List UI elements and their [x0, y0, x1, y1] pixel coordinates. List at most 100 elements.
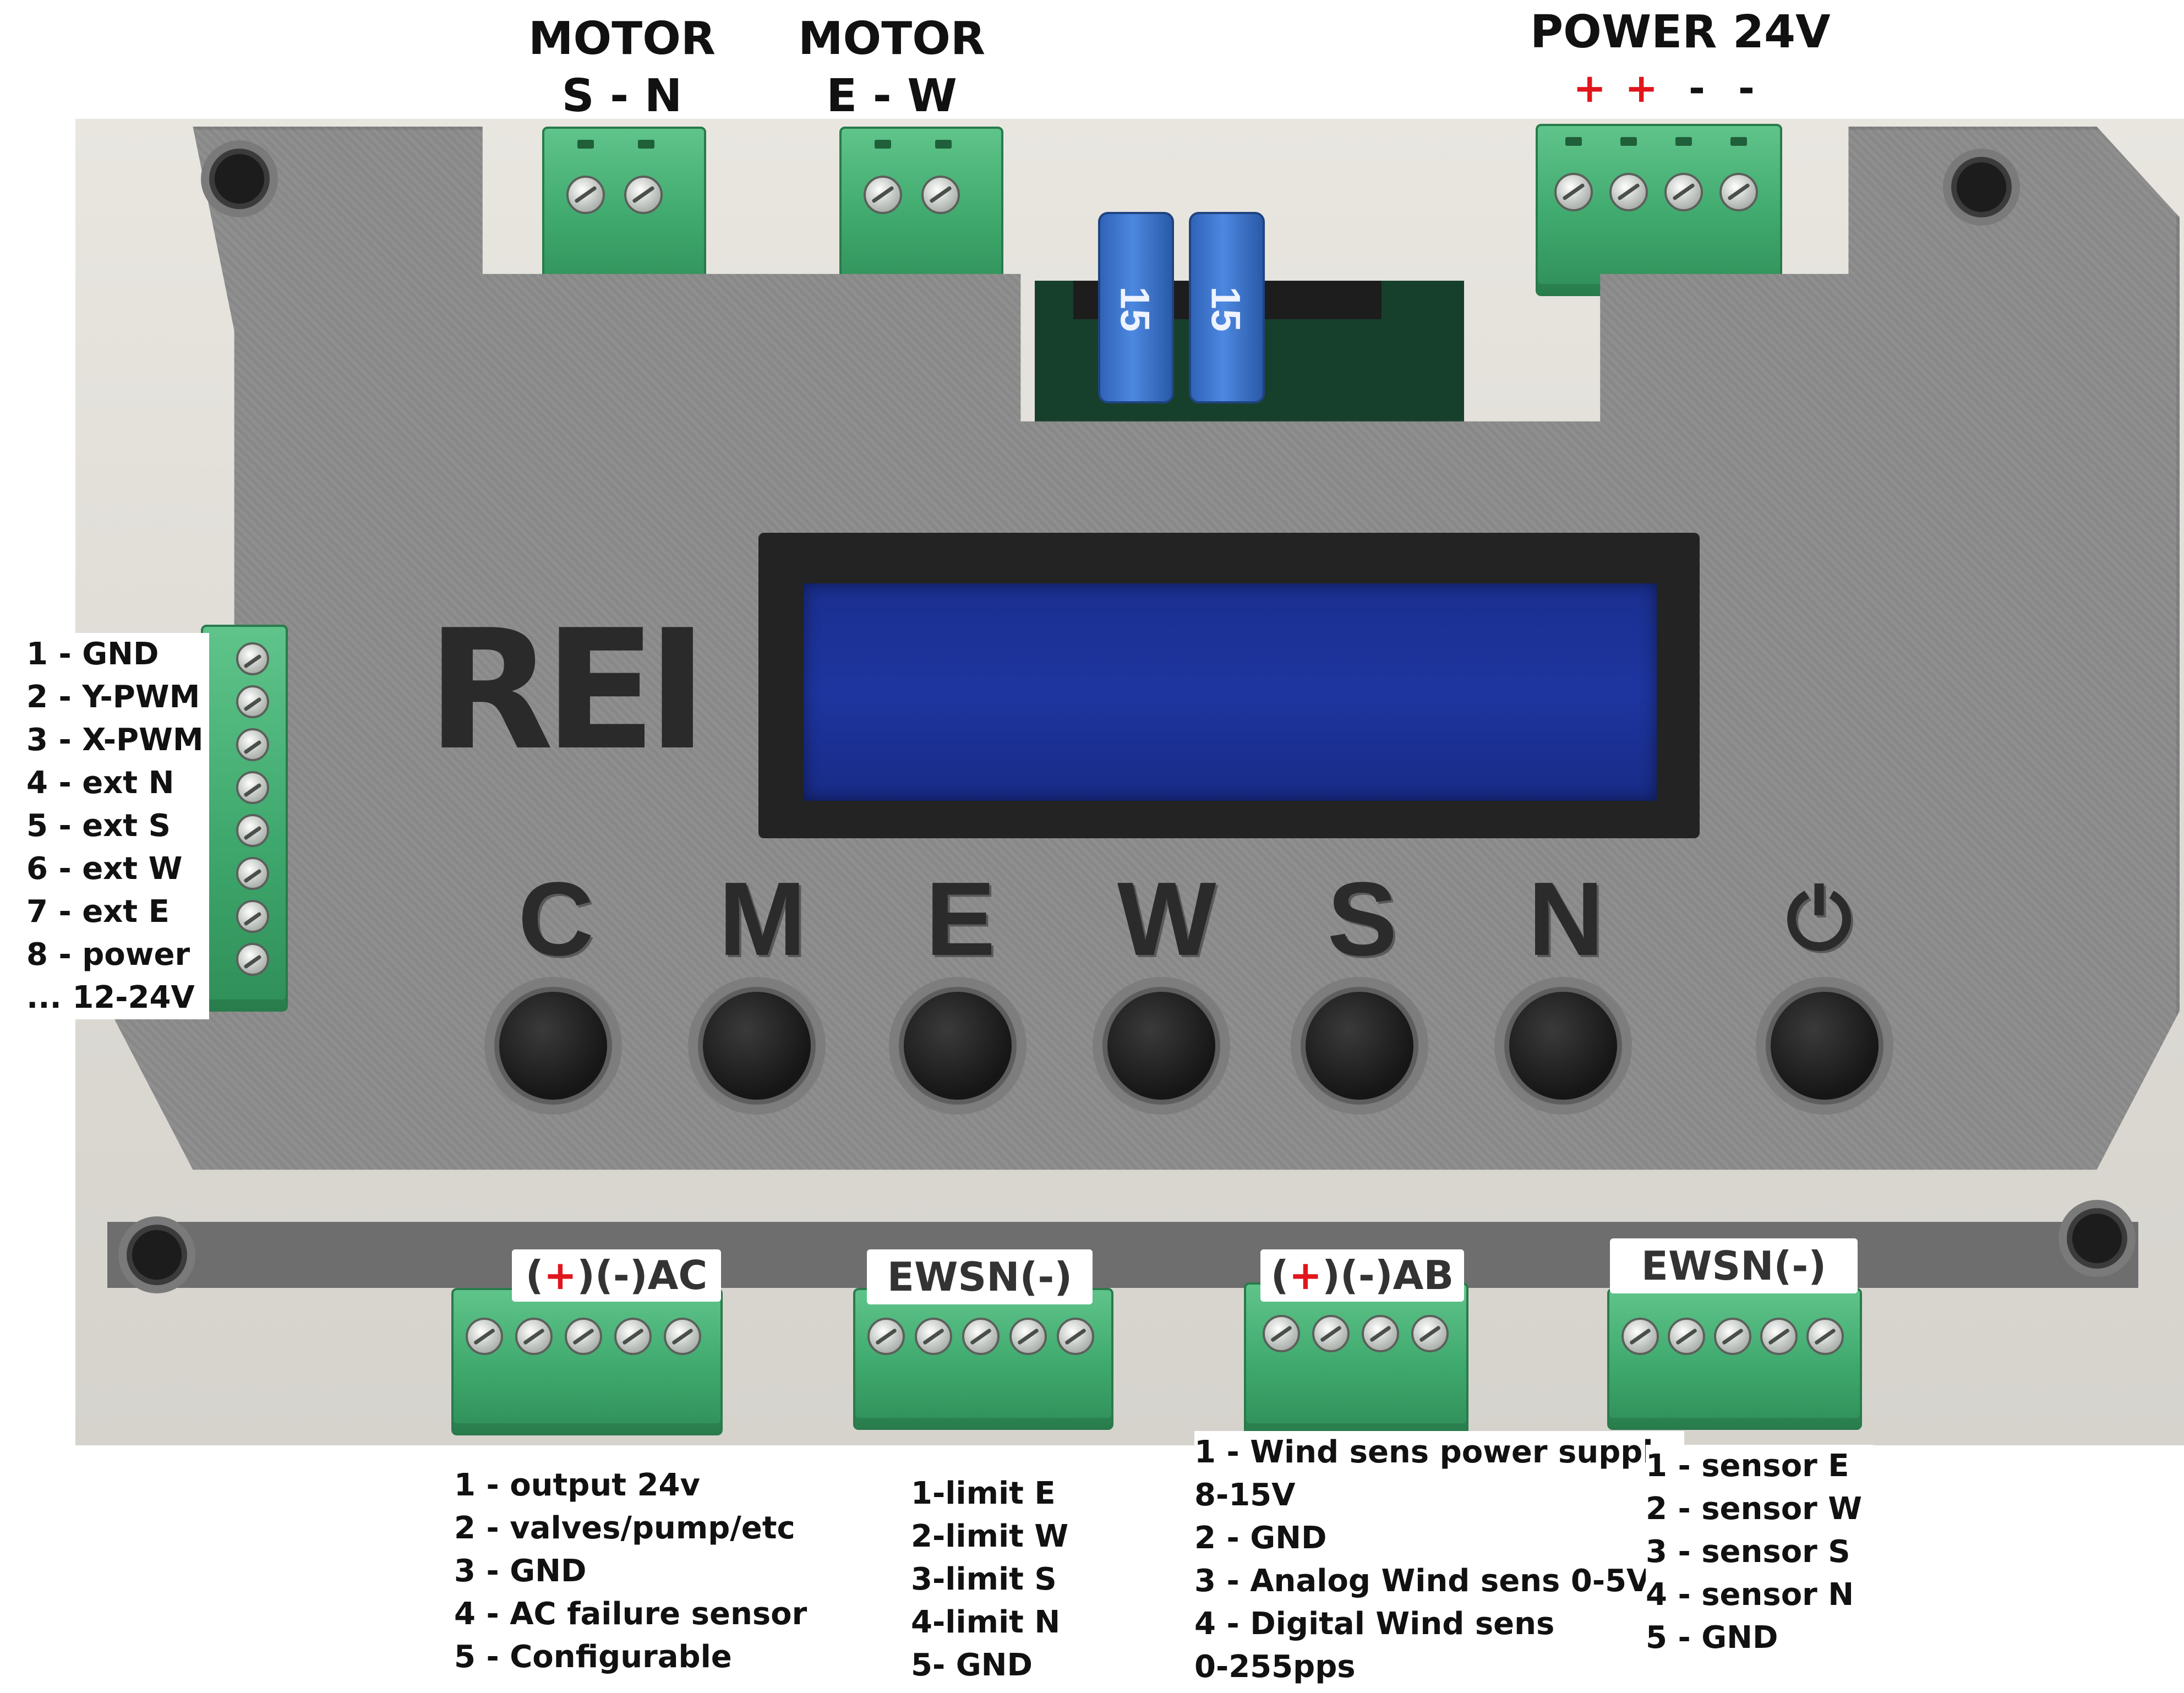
- screw-icon[interactable]: [236, 728, 269, 761]
- pin-hole: [935, 140, 952, 149]
- screw-icon[interactable]: [466, 1318, 503, 1355]
- pin-hole: [1730, 137, 1747, 146]
- lcd-screen: [804, 583, 1657, 801]
- button-ring: [889, 977, 1027, 1115]
- screw-icon[interactable]: [867, 1318, 905, 1355]
- button-e[interactable]: [904, 992, 1012, 1100]
- pin-label: 5 - ext S: [26, 808, 171, 844]
- tag-ac: (+)(-)AC: [512, 1249, 721, 1302]
- tag-text: )(-)AB: [1322, 1252, 1454, 1298]
- fuse-rating: 15: [1112, 286, 1158, 332]
- pin-label: 3 - X-PWM: [26, 722, 204, 758]
- list-item: 3-limit S: [911, 1561, 1057, 1597]
- plus-sign: +: [543, 1252, 577, 1298]
- list-item: 3 - sensor S: [1646, 1534, 1850, 1570]
- screw-icon[interactable]: [566, 176, 605, 214]
- button-label-w: W: [1117, 861, 1216, 977]
- button-label-s: S: [1327, 861, 1397, 977]
- tag-sensors: EWSN(-): [1610, 1238, 1858, 1293]
- power-symbol-icon: ⏻: [1786, 873, 1852, 965]
- fuse-2: 15: [1189, 212, 1265, 403]
- tag-text: EWSN(-): [1641, 1243, 1827, 1289]
- list-item: 4 - AC failure sensor: [454, 1596, 807, 1632]
- screw-icon[interactable]: [236, 857, 269, 890]
- list-item: 2 - sensor W: [1646, 1491, 1863, 1527]
- list-item: 1 - sensor E: [1646, 1448, 1849, 1484]
- label-motor-ew: MOTOR E - W: [787, 17, 996, 119]
- terminal-sensors: [1607, 1288, 1862, 1430]
- list-item: 2 - valves/pump/etc: [454, 1510, 795, 1546]
- pin-label: 2 - Y-PWM: [26, 679, 200, 715]
- button-ring: [484, 977, 622, 1115]
- button-ring: [1093, 977, 1230, 1115]
- screw-icon[interactable]: [236, 814, 269, 847]
- button-label-m: M: [718, 861, 806, 977]
- button-c[interactable]: [499, 992, 607, 1100]
- polarity-plus-1: +: [1573, 65, 1607, 111]
- screw-icon[interactable]: [614, 1318, 652, 1355]
- terminal-motor-ew: [839, 127, 1003, 296]
- terminal-motor-sn: [542, 127, 706, 296]
- screw-icon[interactable]: [236, 943, 269, 976]
- screw-icon[interactable]: [1411, 1315, 1449, 1352]
- button-ring: [1756, 977, 1893, 1115]
- list-item: 5- GND: [911, 1647, 1033, 1683]
- screw-icon[interactable]: [1312, 1315, 1350, 1352]
- screw-icon[interactable]: [565, 1318, 602, 1355]
- button-s[interactable]: [1306, 992, 1413, 1100]
- polarity-minus-1: -: [1689, 65, 1705, 111]
- screw-icon[interactable]: [1760, 1318, 1798, 1355]
- screw-icon[interactable]: [236, 771, 269, 804]
- terminal-limits: [853, 1288, 1113, 1430]
- screw-icon[interactable]: [864, 176, 902, 214]
- screw-icon[interactable]: [236, 642, 269, 675]
- screw-icon[interactable]: [962, 1318, 1000, 1355]
- list-sensors: 1 - sensor E 2 - sensor W 3 - sensor S 4…: [1646, 1445, 1874, 1659]
- polarity-minus-2: -: [1738, 65, 1755, 111]
- mount-hole-icon: [118, 1216, 195, 1293]
- pin-hole: [1675, 137, 1692, 146]
- list-item: 1 - Wind sens power supply: [1194, 1434, 1674, 1470]
- button-ring: [1494, 977, 1632, 1115]
- label-line: MOTOR: [528, 13, 716, 65]
- screw-icon[interactable]: [1362, 1315, 1399, 1352]
- screw-icon[interactable]: [664, 1318, 701, 1355]
- screw-icon[interactable]: [1554, 173, 1593, 211]
- label-line: S - N: [561, 70, 682, 122]
- button-n[interactable]: [1509, 992, 1617, 1100]
- screw-icon[interactable]: [1621, 1318, 1659, 1355]
- screw-icon[interactable]: [1263, 1315, 1300, 1352]
- screw-icon[interactable]: [1609, 173, 1648, 211]
- screw-icon[interactable]: [1664, 173, 1703, 211]
- screw-icon[interactable]: [1719, 173, 1758, 211]
- screw-icon[interactable]: [236, 685, 269, 718]
- brand-logo: REI: [427, 594, 708, 787]
- label-line: MOTOR: [798, 13, 986, 65]
- screw-icon[interactable]: [1668, 1318, 1705, 1355]
- list-ac: 1 - output 24v 2 - valves/pump/etc 3 - G…: [454, 1464, 807, 1679]
- screw-icon[interactable]: [515, 1318, 553, 1355]
- screw-icon[interactable]: [1714, 1318, 1751, 1355]
- pin-label: 7 - ext E: [26, 894, 170, 930]
- screw-icon[interactable]: [915, 1318, 952, 1355]
- terminal-ac: [451, 1288, 723, 1435]
- mount-hole-icon: [2059, 1200, 2136, 1277]
- list-item: 3 - Analog Wind sens 0-5V: [1194, 1563, 1651, 1599]
- screw-icon[interactable]: [921, 176, 960, 214]
- button-w[interactable]: [1107, 992, 1215, 1100]
- button-ring: [688, 977, 826, 1115]
- screw-icon[interactable]: [1057, 1318, 1094, 1355]
- terminal-left-connector: [201, 625, 288, 1012]
- screw-icon[interactable]: [1009, 1318, 1047, 1355]
- tag-text: )(-)AC: [577, 1252, 708, 1298]
- pin-label: 4 - ext N: [26, 765, 174, 801]
- mount-hole-icon: [1943, 149, 2020, 226]
- button-m[interactable]: [703, 992, 811, 1100]
- button-power[interactable]: [1771, 992, 1879, 1100]
- screw-icon[interactable]: [624, 176, 663, 214]
- screw-icon[interactable]: [1806, 1318, 1844, 1355]
- list-item: 5 - GND: [1646, 1620, 1778, 1656]
- screw-icon[interactable]: [236, 900, 269, 933]
- list-wind: 1 - Wind sens power supply 8-15V 2 - GND…: [1194, 1431, 1685, 1689]
- label-line: E - W: [826, 70, 957, 122]
